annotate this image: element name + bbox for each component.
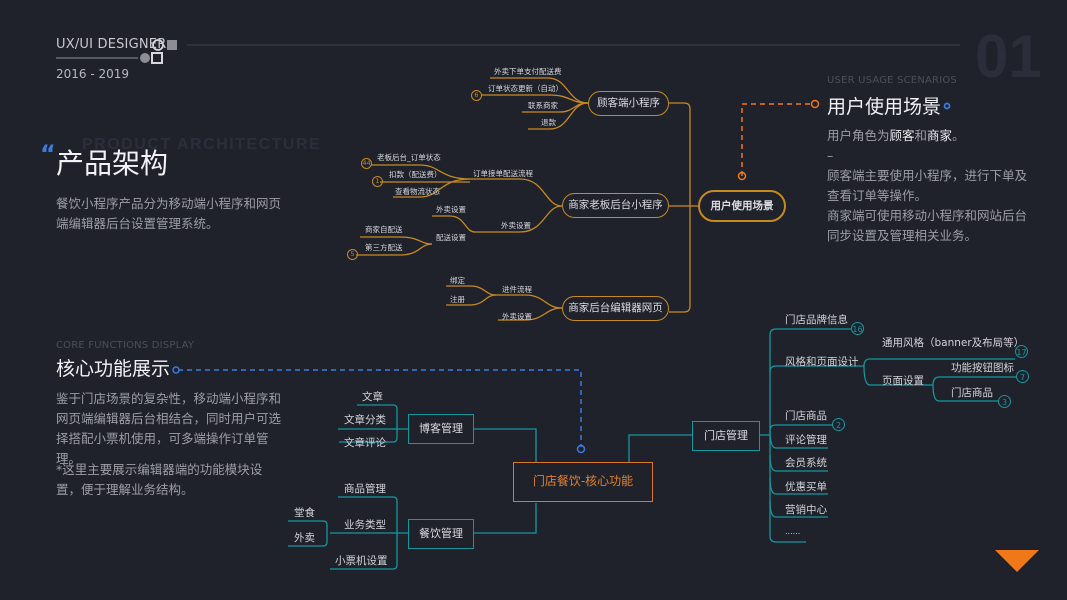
desc-divider: – bbox=[827, 148, 834, 163]
count-badge: 7 bbox=[1016, 370, 1029, 383]
brand-title: UX/UI DESIGNER bbox=[56, 37, 167, 52]
core-note: *这里主要展示编辑器端的功能模块设置，便于理解业务结构。 bbox=[56, 462, 263, 497]
count-badge: 6 bbox=[471, 90, 482, 101]
architecture-description: 餐饮小程序产品分为移动端小程序和网页端编辑器后台设置管理系统。 bbox=[56, 196, 282, 231]
count-badge: 3 bbox=[998, 395, 1011, 408]
leaf: 文章评论 bbox=[344, 437, 386, 449]
leaf: 业务类型 bbox=[344, 519, 386, 531]
quote-icon: “ bbox=[40, 140, 56, 168]
core-link-end bbox=[576, 444, 586, 454]
node-store[interactable]: 门店管理 bbox=[692, 421, 760, 451]
leaf: 通用风格（banner及布局等） bbox=[882, 337, 1025, 349]
leaf: 堂食 bbox=[294, 507, 315, 519]
scenarios-description: 用户角色为顾客和商家。 – 顾客端主要使用小程序，进行下单及查看订单等操作。 商… bbox=[827, 126, 1027, 246]
leaf: 外卖下单支付配送费 bbox=[494, 67, 562, 76]
leaf: 门店商品 bbox=[951, 387, 993, 399]
architecture-bg-word: PRODUCT ARCHITECTURE bbox=[82, 136, 322, 153]
leaf: 外卖设置 bbox=[502, 312, 532, 321]
page-number: 01 bbox=[975, 23, 1042, 90]
core-title: 核心功能展示 bbox=[56, 358, 171, 380]
leaf: 第三方配送 bbox=[365, 243, 403, 252]
leaf: 功能按钮图标 bbox=[951, 362, 1014, 374]
count-badge: 1 bbox=[372, 176, 383, 187]
leaf: 查看物流状态 bbox=[395, 187, 440, 196]
square-outline-icon bbox=[151, 52, 163, 64]
leaf: 文章 bbox=[362, 391, 383, 403]
core-dashed-link bbox=[178, 369, 582, 447]
branch: 风格和页面设计 bbox=[785, 356, 859, 368]
node-boss-app[interactable]: 商家老板后台小程序 bbox=[562, 193, 669, 218]
circle-icon bbox=[140, 53, 150, 63]
smile-icon bbox=[152, 39, 164, 51]
node-editor-web[interactable]: 商家后台编辑器网页 bbox=[562, 296, 669, 321]
desc-text: 。 bbox=[952, 128, 965, 143]
role-merchant: 商家 bbox=[927, 128, 953, 143]
year-range: 2016 - 2019 bbox=[56, 67, 130, 81]
architecture-title: 产品架构 bbox=[56, 147, 169, 180]
desc-text: 用户角色为 bbox=[827, 128, 890, 143]
desc-text: 和 bbox=[914, 128, 928, 143]
core-en-label: CORE FUNCTIONS DISPLAY bbox=[56, 340, 195, 351]
link-start-dot bbox=[810, 99, 820, 109]
count-badge: 17 bbox=[1015, 345, 1028, 358]
scenarios-title: 用户使用场景 bbox=[827, 96, 942, 118]
leaf: 门店商品 bbox=[785, 410, 827, 422]
branch: 外卖设置 bbox=[501, 221, 531, 230]
count-badge: 2 bbox=[832, 418, 845, 431]
leaf: 外卖 bbox=[294, 532, 315, 544]
branch: 订单接单配送流程 bbox=[473, 169, 533, 178]
leaf: 商家自配送 bbox=[365, 225, 403, 234]
leaf: 外卖设置 bbox=[436, 205, 466, 214]
core-map-lines bbox=[288, 328, 1016, 570]
link-end-dot bbox=[737, 171, 747, 181]
scenarios-en-label: USER USAGE SCENARIOS bbox=[827, 75, 957, 86]
leaf: 联系商家 bbox=[528, 101, 558, 110]
leaf: 优惠买单 bbox=[785, 481, 827, 493]
title-dot-icon bbox=[943, 102, 951, 110]
leaf: 会员系统 bbox=[785, 457, 827, 469]
node-usage-root[interactable]: 用户使用场景 bbox=[698, 190, 786, 222]
count-badge: 44 bbox=[361, 158, 372, 169]
core-link-start bbox=[172, 366, 180, 374]
leaf: 注册 bbox=[450, 295, 465, 304]
node-catering[interactable]: 餐饮管理 bbox=[408, 519, 474, 549]
count-badge: 16 bbox=[851, 322, 864, 335]
leaf: 退款 bbox=[541, 118, 556, 127]
leaf: 文章分类 bbox=[344, 414, 386, 426]
desc-merchant: 商家端可使用移动小程序和网站后台同步设置及管理相关业务。 bbox=[827, 208, 1028, 243]
leaf-more: ...... bbox=[785, 527, 801, 536]
leaf: 订单状态更新（自动） bbox=[488, 84, 563, 93]
square-icon bbox=[167, 40, 177, 50]
leaf: 绑定 bbox=[450, 276, 465, 285]
branch: 配送设置 bbox=[436, 233, 466, 242]
role-customer: 顾客 bbox=[889, 128, 915, 143]
leaf: 商品管理 bbox=[344, 483, 386, 495]
leaf: 扣款（配送费） bbox=[389, 170, 442, 179]
scenario-dashed-link bbox=[741, 103, 810, 176]
leaf: 营销中心 bbox=[785, 504, 827, 516]
usage-map-lines bbox=[356, 77, 698, 321]
branch: 进件流程 bbox=[502, 285, 532, 294]
leaf: 门店品牌信息 bbox=[785, 314, 848, 326]
leaf: 小票机设置 bbox=[335, 555, 388, 567]
count-badge: 5 bbox=[347, 249, 358, 260]
node-blog[interactable]: 博客管理 bbox=[408, 414, 474, 444]
node-core-root[interactable]: 门店餐饮-核心功能 bbox=[513, 462, 653, 502]
leaf: 老板后台_订单状态 bbox=[377, 153, 441, 162]
desc-customer: 顾客端主要使用小程序，进行下单及查看订单等操作。 bbox=[827, 168, 1028, 203]
node-customer-app[interactable]: 顾客端小程序 bbox=[588, 91, 669, 116]
core-description: 鉴于门店场景的复杂性，移动端小程序和网页端编辑器后台相结合，同时用户可选择搭配小… bbox=[56, 391, 282, 466]
leaf: 评论管理 bbox=[785, 434, 827, 446]
next-arrow-icon[interactable] bbox=[995, 550, 1039, 572]
branch: 页面设置 bbox=[882, 375, 924, 387]
